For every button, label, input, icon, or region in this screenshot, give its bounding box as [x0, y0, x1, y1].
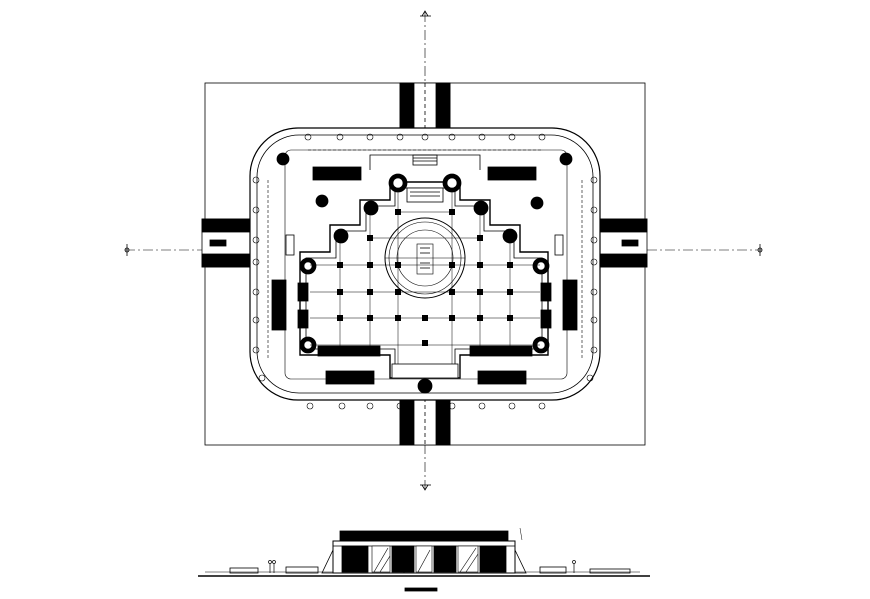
east-gate-marker — [554, 234, 564, 256]
elevation-panel-3 — [433, 545, 457, 573]
left-bay-panel-2 — [297, 309, 309, 329]
bench-top-left — [312, 166, 362, 181]
left-bay-panel-1 — [297, 282, 309, 302]
south-wall-strip-left — [317, 345, 381, 357]
elevation-left-wing — [321, 549, 334, 574]
elevation-bench-left — [229, 567, 259, 574]
tree-top-right — [559, 152, 573, 166]
south-axis-marker — [420, 484, 431, 491]
tree-mid-left — [315, 194, 329, 208]
scale-bar — [404, 587, 438, 592]
elevation-panel-2 — [391, 545, 415, 573]
tree-mid-right — [530, 196, 544, 210]
corner-bays — [299, 173, 550, 354]
west-road — [201, 218, 253, 268]
grid-bubbles-top — [304, 133, 546, 151]
elevation-bench-right — [539, 566, 567, 574]
east-axis-marker — [757, 244, 763, 256]
south-road — [399, 397, 451, 446]
elevation-right-wing — [514, 549, 527, 574]
bench-top-right — [487, 166, 537, 181]
elevation-figures — [268, 560, 576, 573]
entrance-forecourt-top — [369, 154, 481, 170]
elevation-entrance-left — [371, 545, 391, 573]
bench-bottom-right — [477, 370, 527, 385]
right-bay-panel-2 — [540, 309, 552, 329]
front-elevation — [198, 527, 650, 592]
west-gate-marker — [285, 234, 295, 256]
north-entrance-porch — [406, 187, 444, 203]
elevation-panel-4 — [479, 545, 507, 573]
columns — [337, 209, 513, 346]
elevation-roof-band — [339, 530, 509, 542]
elevation-panel-1 — [341, 545, 369, 573]
site-plan — [124, 10, 763, 491]
tree-top-left — [276, 152, 290, 166]
west-axis-marker — [124, 244, 130, 256]
south-kiosk — [417, 378, 433, 394]
north-road — [399, 82, 451, 132]
elevation-entrance-center — [415, 545, 433, 573]
east-road — [596, 218, 648, 268]
bench-left — [271, 279, 287, 331]
grid-bubbles-bottom — [306, 402, 546, 410]
north-axis-marker — [420, 10, 431, 17]
grid-bubbles-left — [252, 176, 269, 382]
south-wall-strip-right — [469, 345, 533, 357]
south-entrance-porch — [391, 363, 459, 379]
central-dome — [384, 217, 466, 299]
grid-bubbles-right — [581, 176, 598, 382]
bench-right — [562, 279, 578, 331]
elevation-entrance-right — [457, 545, 479, 573]
bench-bottom-left — [325, 370, 375, 385]
right-bay-panel-1 — [540, 282, 552, 302]
